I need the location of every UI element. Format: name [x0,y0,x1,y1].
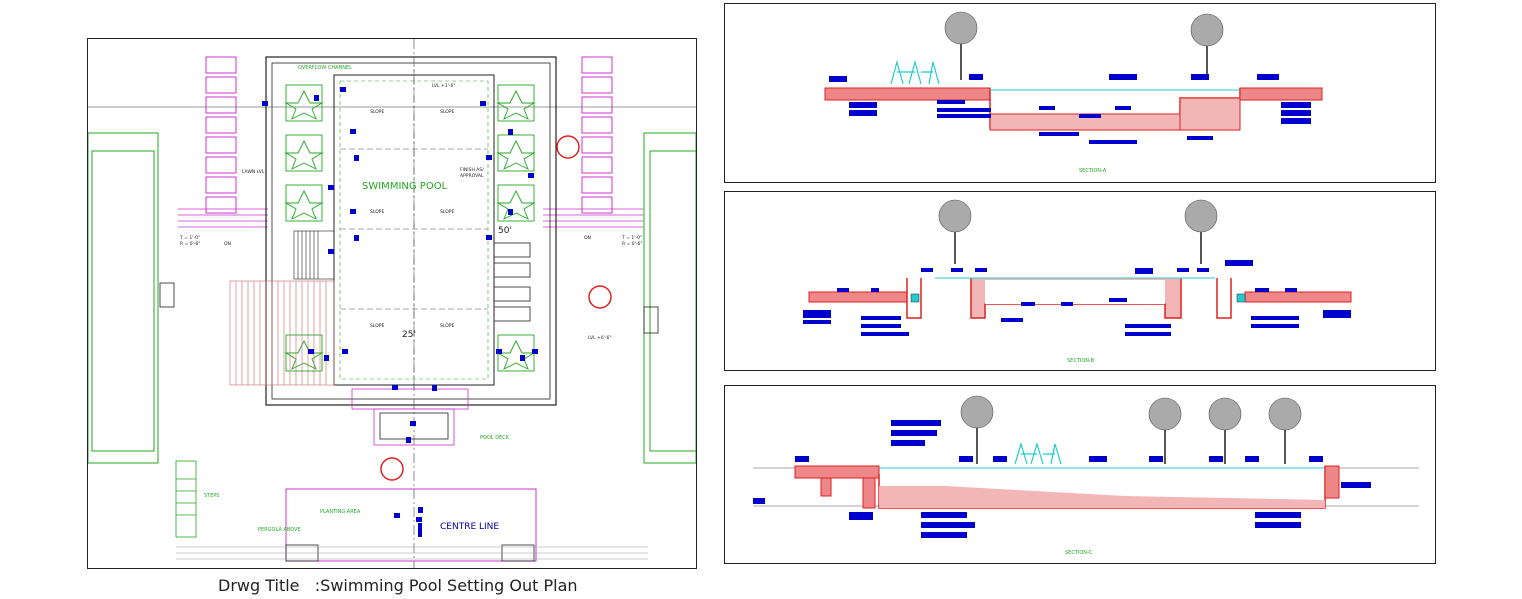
pool-deck-label: POOL DECK [480,435,510,441]
section-a-frame: SECTION-A [724,3,1436,183]
timber-deck [229,280,335,386]
overflow-channel-label: OVERFLOW CHANNEL [298,65,352,71]
drawing-title-label: Drwg Title [218,576,300,595]
section-markers [380,135,612,481]
on-label-2: ON [584,235,591,241]
planting-area [285,488,537,562]
t-label-1: T = 1'-0" [179,235,200,241]
section-c-label: SECTION-C [1065,550,1093,556]
lvl-label-1: LVL +1'-6" [432,83,455,89]
furniture-icon [1014,441,1062,465]
section-c-frame: SECTION-C [724,385,1436,564]
r-label-2: R = 0'-6" [622,241,642,247]
finish-approval-label-1: FINISH AS/ [460,167,484,173]
slope-label-2: SLOPE [440,109,454,115]
dim-50-label: 50' [498,226,512,236]
section-c-drawing: SECTION-C [753,395,1419,556]
left-pavers [205,56,237,214]
palm-tree-icon [938,199,1218,264]
planting-area-label: PLANTING AREA [320,509,361,515]
lvl-label-2: LVL +0'-6" [588,335,611,341]
swimming-pool-label: SWIMMING POOL [362,181,448,192]
section-a-label: SECTION-A [1079,168,1107,174]
planters [284,84,536,372]
lawn-lvl-label: LAWN LVL [242,169,265,175]
section-a-drawing: SECTION-A [824,11,1323,174]
drawing-title-value: :Swimming Pool Setting Out Plan [314,576,578,595]
finish-approval-label-2: APPROVAL [460,173,484,179]
t-label-2: T = 1'-0" [621,235,642,241]
on-label-1: ON [224,241,231,247]
palm-tree-icon [944,11,1224,80]
left-lawn [87,132,159,464]
section-b-drawing: SECTION-B [803,199,1352,364]
slope-label-5: SLOPE [370,323,384,329]
right-lawn [643,132,697,464]
slope-label-3: SLOPE [370,209,384,215]
blue-tags [262,87,538,537]
slope-label-6: SLOPE [440,323,454,329]
drawing-title: Drwg Title :Swimming Pool Setting Out Pl… [218,576,578,595]
slope-label-4: SLOPE [440,209,454,215]
r-label-1: R = 0'-6" [180,241,200,247]
steps-label: STEPS [204,493,220,499]
centre-line-label: CENTRE LINE [440,522,499,532]
plan-drawing: SWIMMING POOL OVERFLOW CHANNEL 50' 25' F… [87,39,697,568]
pergola-above-label: PERGOLA ABOVE [258,527,301,533]
right-pavers [581,56,613,214]
slope-label-1: SLOPE [370,109,384,115]
pool-coping [265,56,557,406]
furniture-icon [890,59,940,85]
plan-drawing-frame: SWIMMING POOL OVERFLOW CHANNEL 50' 25' F… [87,38,697,569]
section-b-frame: SECTION-B [724,191,1436,371]
palm-tree-icon [960,395,1302,464]
dim-25-label: 25' [402,330,416,340]
section-b-label: SECTION-B [1067,358,1095,364]
